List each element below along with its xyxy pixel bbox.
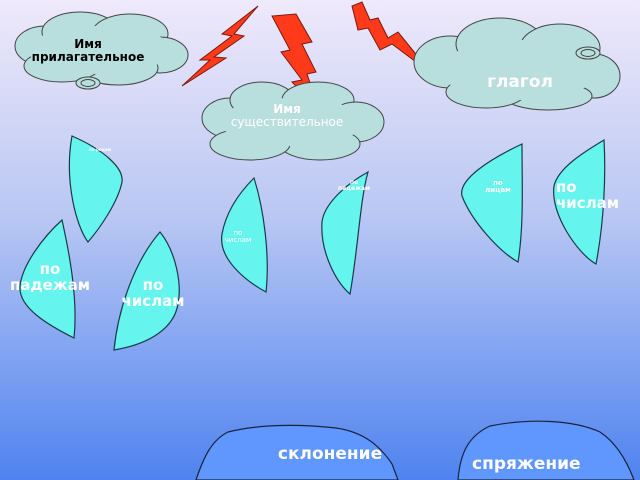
drop-noun-numbers-label: по числам: [224, 229, 252, 245]
cloud-adjective-label: Имя прилагательное: [31, 37, 145, 65]
cloud-verb: [413, 17, 621, 111]
drop-noun-numbers: [221, 176, 268, 293]
hill-declension: [195, 424, 399, 480]
drop-verb-persons-label: по лицам: [485, 179, 511, 195]
drop-adj-gender: [68, 135, 123, 243]
drop-adj-numbers: [113, 231, 180, 351]
cloud-noun-label-line2: существительное: [230, 114, 344, 129]
cloud-noun: [201, 81, 385, 161]
cloud-noun-label-line1: Имя: [273, 102, 301, 116]
hill-declension-label: склонение: [277, 444, 383, 464]
drop-adj-numbers-label: по числам: [121, 276, 185, 310]
drop-noun-cases: [321, 170, 369, 296]
cloud-verb-label: глагол: [487, 72, 553, 92]
hill-conjugation: [457, 420, 635, 480]
lightning-bolt-right: [351, 1, 433, 75]
drop-noun-cases-label: по падежам: [337, 179, 371, 193]
cloud-noun-label: Имя существительное: [212, 103, 362, 128]
drop-adj-cases-label: по падежам: [9, 260, 91, 294]
hill-conjugation-label: спряжение: [472, 456, 581, 474]
lightning-bolt-left: [181, 5, 259, 87]
drop-verb-persons: [461, 143, 523, 263]
cloud-adjective: [14, 11, 189, 90]
drop-verb-numbers: [553, 138, 606, 265]
drop-adj-cases: [19, 218, 76, 339]
drop-verb-numbers-label: по числам: [556, 178, 620, 212]
drop-adj-gender-label: по родам: [89, 147, 111, 152]
